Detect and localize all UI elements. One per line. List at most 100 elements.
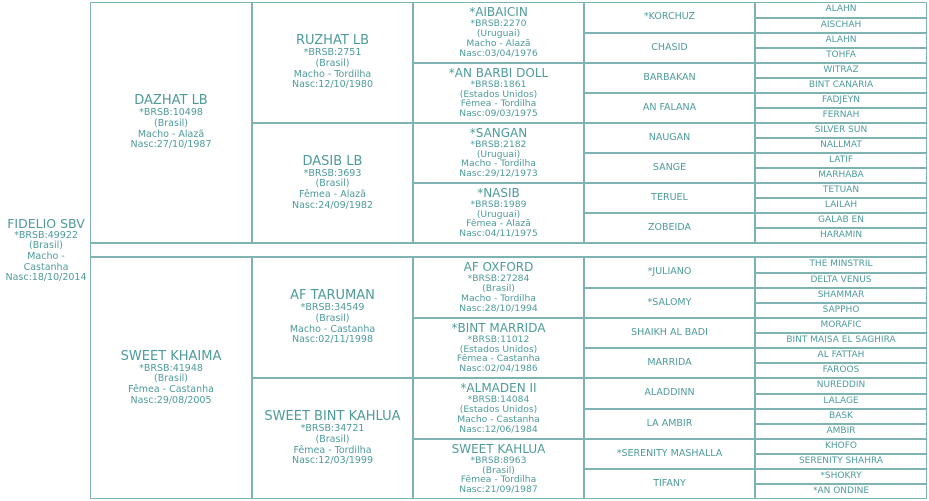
gen4-cell: AN FALANA	[584, 93, 755, 123]
great-grandparent-registry: *BRSB:2270	[470, 18, 527, 30]
gen4-name: TIFANY	[653, 477, 686, 489]
grandparent-registry: *BRSB:34549	[300, 302, 365, 314]
great-grandparent-birth: Nasc:12/06/1984	[459, 423, 538, 435]
gen5-cell: SILVER SUN	[755, 123, 927, 138]
great-grandparent-cell: *AN BARBI DOLL *BRSB:1861 (Estados Unido…	[413, 63, 584, 123]
great-grandparent-sex-color: Macho - Tordilha	[461, 158, 536, 170]
gen5-name: ALAHN	[825, 34, 857, 45]
gen5-name: SHAMMAR	[817, 289, 865, 300]
generation-separator	[90, 243, 927, 257]
great-grandparent-birth: Nasc:29/12/1973	[459, 168, 538, 180]
great-grandparent-birth: Nasc:28/10/1994	[459, 302, 538, 314]
great-grandparent-cell: *NASIB *BRSB:1989 (Uruguai) Fêmea - Alaz…	[413, 183, 584, 243]
great-grandparent-cell: SWEET KAHLUA *BRSB:8963 (Brasil) Fêmea -…	[413, 439, 584, 499]
grandparent-registry: *BRSB:3693	[303, 167, 362, 179]
gen4-cell: NAUGAN	[584, 123, 755, 153]
grandparent-country: (Brasil)	[315, 433, 350, 445]
gen5-cell: LAILAH	[755, 198, 927, 213]
root-horse-country: (Brasil)	[29, 240, 63, 252]
great-grandparent-name: SWEET KAHLUA	[451, 441, 546, 456]
gen5-cell: FAROOS	[755, 363, 927, 378]
gen5-cell: *SHOKRY	[755, 469, 927, 484]
great-grandparent-name: *ALMADEN II	[460, 381, 537, 396]
gen4-cell: ZOBEIDA	[584, 213, 755, 243]
gen5-name: FADJEYN	[821, 94, 860, 105]
grandparent-registry: *BRSB:34721	[300, 423, 365, 435]
root-horse-name: FIDELIO SBV	[7, 216, 85, 232]
gen5-name: BINT MAISA EL SAGHIRA	[786, 334, 896, 345]
gen5-cell: KHOFO	[755, 439, 927, 454]
gen4-name: BARBAKAN	[643, 71, 696, 83]
sire-cell: DAZHAT LB *BRSB:10498 (Brasil) Macho - A…	[90, 2, 252, 243]
gen5-name: SILVER SUN	[814, 124, 868, 135]
root-horse-cell: FIDELIO SBV *BRSB:49922 (Brasil) Macho -…	[2, 2, 90, 499]
root-horse-color: Castanha	[23, 261, 69, 273]
dam-name: SWEET KHAIMA	[120, 348, 222, 364]
gen5-name: WITRAZ	[823, 64, 859, 75]
gen5-name: AMBIR	[826, 425, 856, 436]
great-grandparent-birth: Nasc:02/04/1986	[459, 363, 538, 375]
dam-registry: *BRSB:41948	[139, 362, 203, 374]
gen5-cell: GALAB EN	[755, 213, 927, 228]
great-grandparent-cell: *AIBAICIN *BRSB:2270 (Uruguai) Macho - A…	[413, 2, 584, 63]
gen5-cell: LATIF	[755, 153, 927, 168]
gen4-name: NAUGAN	[648, 131, 691, 143]
gen4-name: AN FALANA	[642, 101, 697, 113]
gen5-cell: SERENITY SHAHRA	[755, 454, 927, 469]
grandparent-name: SWEET BINT KAHLUA	[264, 409, 401, 425]
root-horse-registry: *BRSB:49922	[14, 229, 78, 241]
dam-sex-color: Fêmea - Castanha	[128, 384, 214, 396]
gen5-name: AL FATTAH	[817, 349, 865, 360]
gen5-cell: BINT CANARIA	[755, 78, 927, 93]
great-grandparent-birth: Nasc:03/04/1976	[459, 47, 538, 59]
gen5-cell: BASK	[755, 409, 927, 424]
gen4-cell: SANGE	[584, 153, 755, 183]
great-grandparent-sex-color: Fêmea - Castanha	[456, 353, 541, 365]
great-grandparent-country: (Estados Unidos)	[459, 88, 538, 100]
sire-country: (Brasil)	[154, 117, 188, 129]
gen5-name: *SHOKRY	[820, 470, 862, 481]
sire-name: DAZHAT LB	[134, 93, 208, 109]
dam-country: (Brasil)	[154, 373, 188, 385]
great-grandparent-country: (Uruguai)	[476, 148, 521, 160]
gen5-cell: MORAFIC	[755, 318, 927, 333]
great-grandparent-name: *NASIB	[477, 185, 520, 200]
gen5-cell: SHAMMAR	[755, 288, 927, 303]
dam-birth: Nasc:29/08/2005	[130, 394, 212, 406]
gen5-name: KHOFO	[824, 440, 857, 451]
gen5-cell: LALAGE	[755, 394, 927, 409]
great-grandparent-country: (Brasil)	[482, 464, 515, 476]
great-grandparent-registry: *BRSB:1861	[470, 78, 527, 90]
grandparent-birth: Nasc:12/03/1999	[291, 455, 374, 467]
gen4-cell: LA AMBIR	[584, 409, 755, 439]
gen5-cell: SAPPHO	[755, 303, 927, 318]
great-grandparent-cell: *ALMADEN II *BRSB:14084 (Estados Unidos)…	[413, 378, 584, 439]
great-grandparent-birth: Nasc:09/03/1975	[459, 108, 538, 120]
gen4-name: LA AMBIR	[646, 417, 693, 429]
gen5-name: TOHFA	[826, 49, 856, 60]
gen4-cell: MARRIDA	[584, 348, 755, 378]
grandparent-cell: RUZHAT LB *BRSB:2751 (Brasil) Macho - To…	[252, 2, 413, 123]
grandparent-cell: SWEET BINT KAHLUA *BRSB:34721 (Brasil) F…	[252, 378, 413, 499]
gen5-name: SAPPHO	[822, 304, 860, 315]
great-grandparent-registry: *BRSB:1989	[470, 198, 527, 210]
great-grandparent-name: AF OXFORD	[463, 260, 534, 275]
great-grandparent-birth: Nasc:21/09/1987	[459, 484, 538, 496]
grandparent-country: (Brasil)	[315, 312, 350, 324]
gen5-name: *AN ONDINE	[812, 485, 870, 496]
great-grandparent-registry: *BRSB:11012	[467, 333, 530, 345]
gen5-name: LALAGE	[823, 395, 859, 406]
grandparent-country: (Brasil)	[315, 57, 350, 69]
grandparent-cell: AF TARUMAN *BRSB:34549 (Brasil) Macho - …	[252, 257, 413, 378]
great-grandparent-sex-color: Macho - Tordilha	[461, 292, 536, 304]
gen5-name: TETUAN	[822, 184, 860, 195]
gen5-name: FAROOS	[822, 364, 860, 375]
gen5-cell: WITRAZ	[755, 63, 927, 78]
grandparent-name: RUZHAT LB	[295, 33, 370, 49]
sire-registry: *BRSB:10498	[139, 107, 203, 119]
grandparent-name: DASIB LB	[302, 153, 363, 169]
gen5-cell: HARAMIN	[755, 228, 927, 243]
gen4-name: ALADDINN	[644, 387, 695, 399]
gen5-name: HARAMIN	[819, 229, 863, 240]
gen5-cell: ALAHN	[755, 33, 927, 48]
